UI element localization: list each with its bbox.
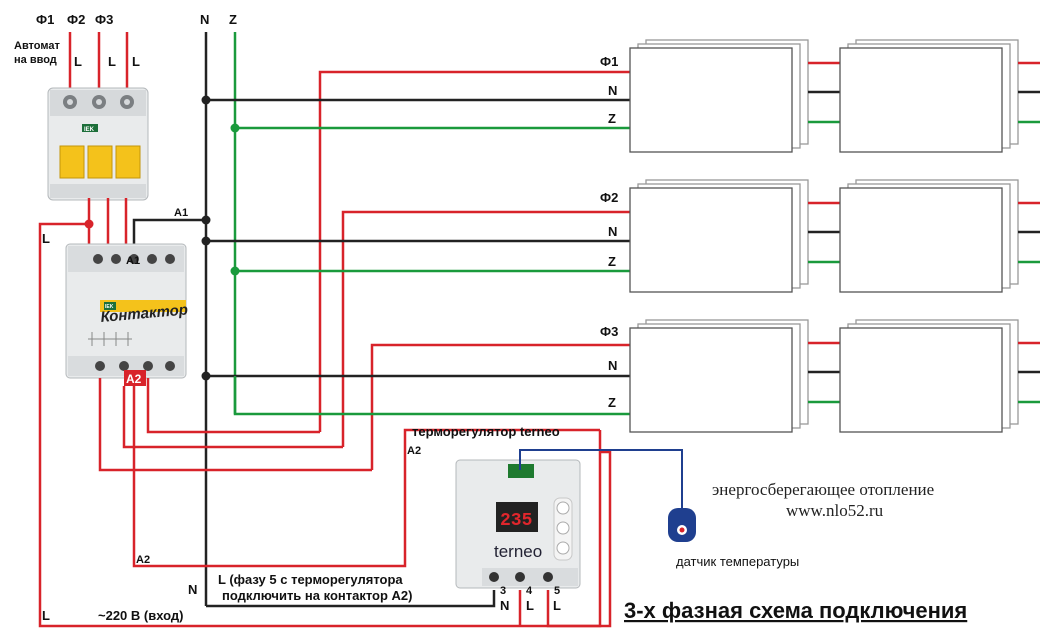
a1-wire-label: A1 xyxy=(174,207,188,219)
thermostat-device xyxy=(455,459,581,589)
heater-panel xyxy=(629,39,840,153)
group-2-z-label: Z xyxy=(608,254,616,269)
heater-panel xyxy=(629,179,840,293)
heater-panel xyxy=(839,179,1040,293)
label-f2: Ф2 xyxy=(67,12,85,27)
circuit-breaker: IEK xyxy=(47,87,149,201)
a2-badge-label: A2 xyxy=(126,372,142,386)
sensor-cable xyxy=(519,449,683,510)
junction-n-1 xyxy=(201,95,211,105)
terminal-5: 5 xyxy=(554,585,560,597)
contactor-device: IEK xyxy=(65,243,187,379)
group-1-z-label: Z xyxy=(608,111,616,126)
group-1-n-label: N xyxy=(608,83,617,98)
thermostat-brand: terneo xyxy=(494,542,542,561)
sensor-label: датчик температуры xyxy=(676,554,799,569)
thermostat-neutral-wire xyxy=(206,590,496,608)
breaker-l3: L xyxy=(132,54,140,69)
input-label: ~220 В (вход) xyxy=(98,608,183,623)
terminal-3: 3 xyxy=(500,585,506,597)
note-line-1: L (фазу 5 с терморегулятора xyxy=(218,572,403,587)
note-line-2: подключить на контактор A2) xyxy=(222,588,412,603)
a1-terminal-label: A1 xyxy=(126,255,140,267)
heater-panel xyxy=(839,319,1040,433)
junction-l-feed xyxy=(84,219,94,229)
thermostat-title: терморегулятор terneo xyxy=(412,424,560,439)
junction-a1 xyxy=(201,215,211,225)
bottom-n-label: N xyxy=(188,582,197,597)
footer-title: 3-х фазная схема подключения xyxy=(624,598,967,623)
ad-line-1: энергосберегающее отопление xyxy=(712,480,934,499)
thermostat-l-label-1: L xyxy=(526,598,534,613)
breaker-title-2: на ввод xyxy=(14,54,57,66)
contactor-output-wires xyxy=(98,378,600,568)
label-z-bus: Z xyxy=(229,12,237,27)
label-f1: Ф1 xyxy=(36,12,54,27)
group-1-wires xyxy=(206,70,630,432)
junction-n-2 xyxy=(201,236,211,246)
thermostat-n-label: N xyxy=(500,598,509,613)
breaker-brand: IEK xyxy=(84,127,95,133)
junction-n-3 xyxy=(201,371,211,381)
thermostat-l-label-2: L xyxy=(553,598,561,613)
breaker-title-1: Автомат xyxy=(14,40,60,52)
group-2-wires xyxy=(206,210,630,447)
group-3-wires xyxy=(206,343,630,470)
thermostat-output-wire xyxy=(546,430,602,628)
breaker-l1: L xyxy=(74,54,82,69)
breaker-l2: L xyxy=(108,54,116,69)
ad-line-2: www.nlo52.ru xyxy=(786,501,884,520)
left-l-label: L xyxy=(42,231,50,246)
junction-z-2 xyxy=(230,266,240,276)
a2-thermostat-label: A2 xyxy=(407,445,421,457)
group-3-z-label: Z xyxy=(608,395,616,410)
group-2-n-label: N xyxy=(608,224,617,239)
heater-panel xyxy=(629,319,840,433)
group-3-phase-label: Ф3 xyxy=(600,324,618,339)
label-f3: Ф3 xyxy=(95,12,113,27)
breaker-to-contactor-wires xyxy=(38,198,612,628)
incoming-phase-wires xyxy=(68,32,129,90)
bottom-l-label: L xyxy=(42,608,50,623)
a2-badge xyxy=(124,370,146,386)
sensor-dot xyxy=(679,527,685,533)
heater-panel xyxy=(839,39,1040,153)
group-2-phase-label: Ф2 xyxy=(600,190,618,205)
label-n-bus: N xyxy=(200,12,209,27)
terminal-4: 4 xyxy=(526,585,533,597)
group-1-phase-label: Ф1 xyxy=(600,54,618,69)
heater-panels xyxy=(629,39,1040,433)
contactor-brand: IEK xyxy=(105,304,114,310)
a2-bottom-label: A2 xyxy=(136,554,150,566)
thermostat-display: 235 xyxy=(500,511,532,531)
junction-z-1 xyxy=(230,123,240,133)
group-3-n-label: N xyxy=(608,358,617,373)
